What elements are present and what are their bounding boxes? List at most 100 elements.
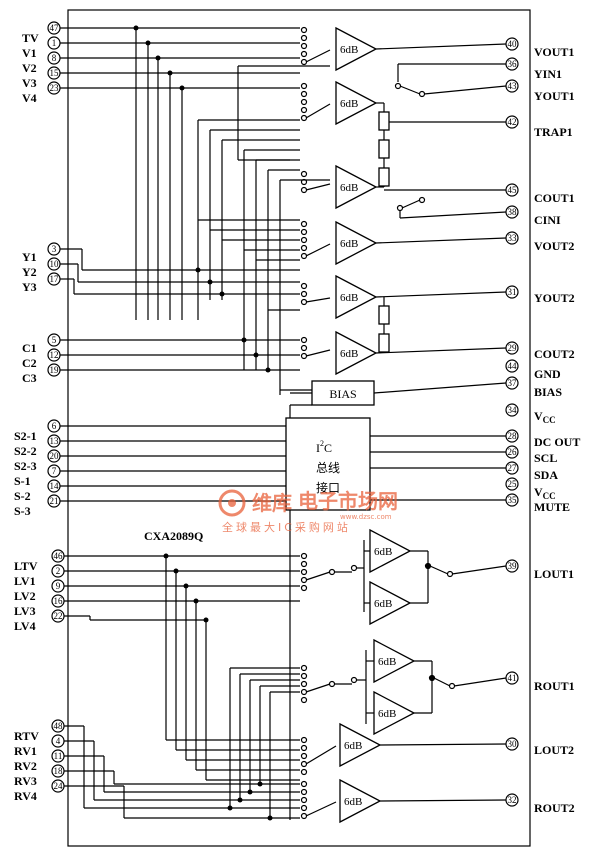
svg-text:23: 23 (50, 83, 60, 93)
svg-text:全球最大IC采购网站: 全球最大IC采购网站 (222, 520, 351, 534)
svg-text:S2-2: S2-2 (14, 444, 37, 458)
svg-text:1: 1 (52, 38, 57, 48)
svg-text:MUTE: MUTE (534, 500, 570, 514)
svg-text:47: 47 (50, 23, 60, 33)
right-pin-vout2: 33 VOUT2 (505, 231, 574, 253)
svg-text:CINI: CINI (534, 213, 561, 227)
svg-text:LOUT2: LOUT2 (534, 743, 574, 757)
svg-text:46: 46 (54, 551, 64, 561)
svg-text:V2: V2 (22, 61, 37, 75)
video-junctions (133, 25, 271, 373)
svg-text:9: 9 (56, 581, 61, 591)
svg-text:C3: C3 (22, 371, 37, 385)
svg-text:6dB: 6dB (374, 598, 392, 610)
right-pin-cout2: 29 COUT2 (505, 341, 575, 361)
svg-text:BIAS: BIAS (534, 385, 562, 399)
amp-lout1-b: 6dB (369, 580, 412, 626)
svg-text:31: 31 (508, 287, 517, 297)
svg-text:16: 16 (54, 596, 64, 606)
svg-text:RV3: RV3 (14, 774, 37, 788)
svg-text:S-2: S-2 (14, 489, 31, 503)
amp-cout2: 6dB (335, 330, 378, 376)
svg-text:36: 36 (508, 59, 518, 69)
right-pin-lout2: 30 LOUT2 (505, 737, 574, 757)
svg-text:45: 45 (508, 185, 518, 195)
watermark-logo-icon (218, 489, 246, 517)
right-pin-cini: 38 CINI (505, 205, 561, 227)
amp-vout1: 6dB (335, 26, 378, 72)
svg-text:34: 34 (508, 405, 518, 415)
control-wiring (60, 425, 506, 502)
svg-text:COUT1: COUT1 (534, 191, 575, 205)
amp-rout1-b: 6dB (373, 690, 416, 736)
svg-text:17: 17 (50, 274, 60, 284)
amp-vout2: 6dB (335, 220, 378, 266)
svg-text:C1: C1 (22, 341, 37, 355)
svg-text:44: 44 (508, 361, 518, 371)
svg-text:S-3: S-3 (14, 504, 31, 518)
svg-text:TV: TV (22, 31, 39, 45)
svg-text:25: 25 (508, 479, 518, 489)
svg-text:24: 24 (54, 781, 64, 791)
svg-text:6dB: 6dB (374, 546, 392, 558)
svg-text:18: 18 (54, 766, 64, 776)
right-pin-rout2: 32 ROUT2 (505, 793, 575, 815)
svg-text:S2-1: S2-1 (14, 429, 37, 443)
svg-text:29: 29 (508, 343, 518, 353)
svg-text:8: 8 (52, 53, 57, 63)
svg-text:11: 11 (54, 751, 63, 761)
svg-text:V4: V4 (22, 91, 37, 105)
audio-output-wiring (356, 540, 507, 802)
svg-text:RV4: RV4 (14, 789, 37, 803)
svg-text:S-1: S-1 (14, 474, 31, 488)
i2c-block: I2C 总线 接口 (285, 417, 371, 511)
svg-text:28: 28 (508, 431, 518, 441)
svg-text:6dB: 6dB (344, 740, 362, 752)
svg-text:C2: C2 (22, 356, 37, 370)
svg-text:26: 26 (508, 447, 518, 457)
left-pin-s-1: S-1 7 (14, 464, 61, 488)
svg-text:7: 7 (52, 466, 57, 476)
svg-text:21: 21 (50, 496, 59, 506)
svg-text:LV2: LV2 (14, 589, 36, 603)
svg-text:4: 4 (56, 736, 61, 746)
svg-text:V1: V1 (22, 46, 37, 60)
svg-text:40: 40 (508, 39, 518, 49)
svg-text:6dB: 6dB (344, 796, 362, 808)
video-switch-contacts (300, 26, 331, 360)
svg-text:6dB: 6dB (378, 656, 396, 668)
svg-text:20: 20 (50, 451, 60, 461)
svg-text:VCC: VCC (534, 409, 556, 425)
amp-lout2: 6dB (339, 722, 382, 768)
svg-text:SDA: SDA (534, 468, 558, 482)
right-pin-dc-out: 28 DC OUT (505, 429, 580, 449)
svg-text:6: 6 (52, 421, 57, 431)
svg-text:27: 27 (508, 463, 518, 473)
amp-rout1-a: 6dB (373, 638, 416, 684)
svg-text:S2-3: S2-3 (14, 459, 37, 473)
svg-text:2: 2 (56, 566, 61, 576)
right-pin-yout2: 31 YOUT2 (505, 285, 575, 305)
svg-text:GND: GND (534, 367, 561, 381)
svg-text:LTV: LTV (14, 559, 38, 573)
svg-text:RV1: RV1 (14, 744, 37, 758)
svg-text:6dB: 6dB (340, 44, 358, 56)
left-pin-c3: C3 19 (22, 363, 61, 385)
svg-text:35: 35 (508, 495, 518, 505)
svg-text:19: 19 (50, 365, 60, 375)
right-pin-gnd: 44 GND (505, 359, 561, 381)
svg-text:Y3: Y3 (22, 280, 37, 294)
svg-text:VCC: VCC (534, 485, 556, 501)
svg-text:VOUT1: VOUT1 (534, 45, 574, 59)
svg-text:RTV: RTV (14, 729, 39, 743)
svg-text:32: 32 (508, 795, 517, 805)
right-pin-vout1: 40 VOUT1 (505, 37, 574, 59)
amp-yout1: 6dB (335, 80, 378, 126)
svg-text:BIAS: BIAS (329, 387, 356, 401)
svg-text:SCL: SCL (534, 451, 557, 465)
right-pin-cout1: 45 COUT1 (505, 183, 575, 205)
svg-text:30: 30 (508, 739, 518, 749)
svg-text:33: 33 (508, 233, 518, 243)
svg-text:I2C: I2C (316, 439, 332, 455)
